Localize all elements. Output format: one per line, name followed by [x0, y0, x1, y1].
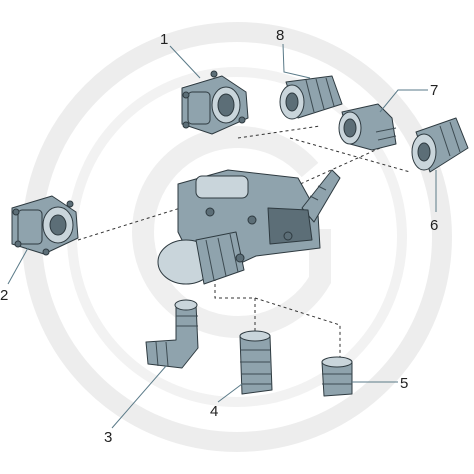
part-7-elbow	[338, 103, 397, 151]
part-label-2: 2	[0, 287, 8, 304]
part-label-5: 5	[400, 375, 408, 392]
leader-lines	[7, 43, 437, 429]
part-2-flange	[11, 195, 79, 256]
part-8-hose-adaptor	[279, 75, 343, 120]
part-4-hose-tail	[239, 330, 273, 395]
part-label-7: 7	[430, 82, 438, 99]
part-label-4: 4	[210, 403, 218, 420]
part-label-3: 3	[104, 429, 112, 446]
part-5-short-tail	[321, 356, 353, 397]
part-label-6: 6	[430, 217, 438, 234]
valve-assembly	[157, 169, 341, 285]
part-6-straight-adaptor	[411, 117, 469, 173]
part-label-8: 8	[276, 27, 284, 44]
part-1-flange	[181, 70, 249, 135]
assembly-dashed-lines	[77, 125, 411, 365]
part-label-1: 1	[160, 31, 168, 48]
part-3-elbow-tail	[145, 299, 199, 369]
